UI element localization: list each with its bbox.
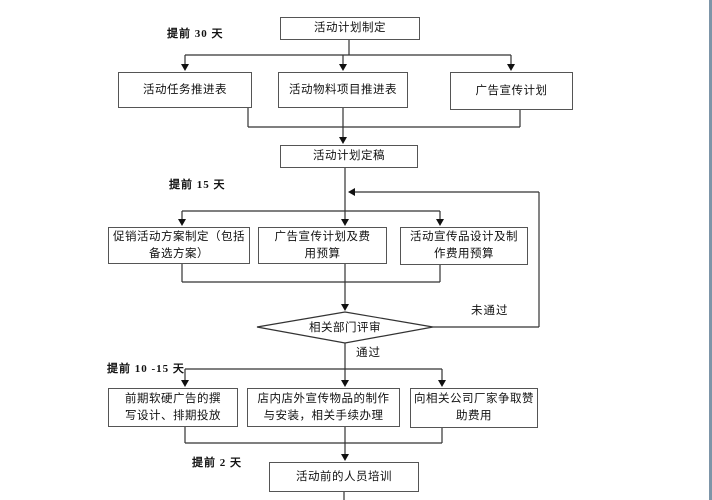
node-activity-plan-formulation: 活动计划制定	[280, 17, 420, 40]
decision-diamond-shape	[256, 311, 434, 344]
time-label-10-15-days: 提前 10 -15 天	[107, 363, 185, 375]
node-store-materials: 店内店外宣传物品的制作与安装，相关手续办理	[247, 388, 400, 427]
time-label-2-days: 提前 2 天	[192, 457, 242, 469]
time-label-30-days: 提前 30 天	[167, 28, 224, 40]
edge-label-pass: 通过	[356, 347, 381, 359]
node-ad-plan: 广告宣传计划	[450, 72, 573, 110]
node-promo-scheme: 促销活动方案制定（包括备选方案）	[108, 227, 250, 264]
node-promo-materials-design: 活动宣传品设计及制作费用预算	[400, 227, 528, 265]
node-early-ads: 前期软硬广告的撰写设计、排期投放	[108, 388, 238, 427]
node-staff-training: 活动前的人员培训	[269, 462, 419, 492]
node-plan-finalization: 活动计划定稿	[280, 145, 418, 168]
node-sponsorship: 向相关公司厂家争取赞助费用	[410, 388, 538, 428]
node-task-schedule: 活动任务推进表	[118, 72, 252, 108]
node-materials-schedule: 活动物料项目推进表	[278, 72, 408, 108]
node-department-review: 相关部门评审	[309, 322, 381, 334]
time-label-15-days: 提前 15 天	[169, 179, 226, 191]
node-ad-budget: 广告宣传计划及费用预算	[258, 227, 387, 264]
right-edge-stripe	[709, 0, 712, 500]
edge-label-fail: 未通过	[471, 305, 509, 317]
